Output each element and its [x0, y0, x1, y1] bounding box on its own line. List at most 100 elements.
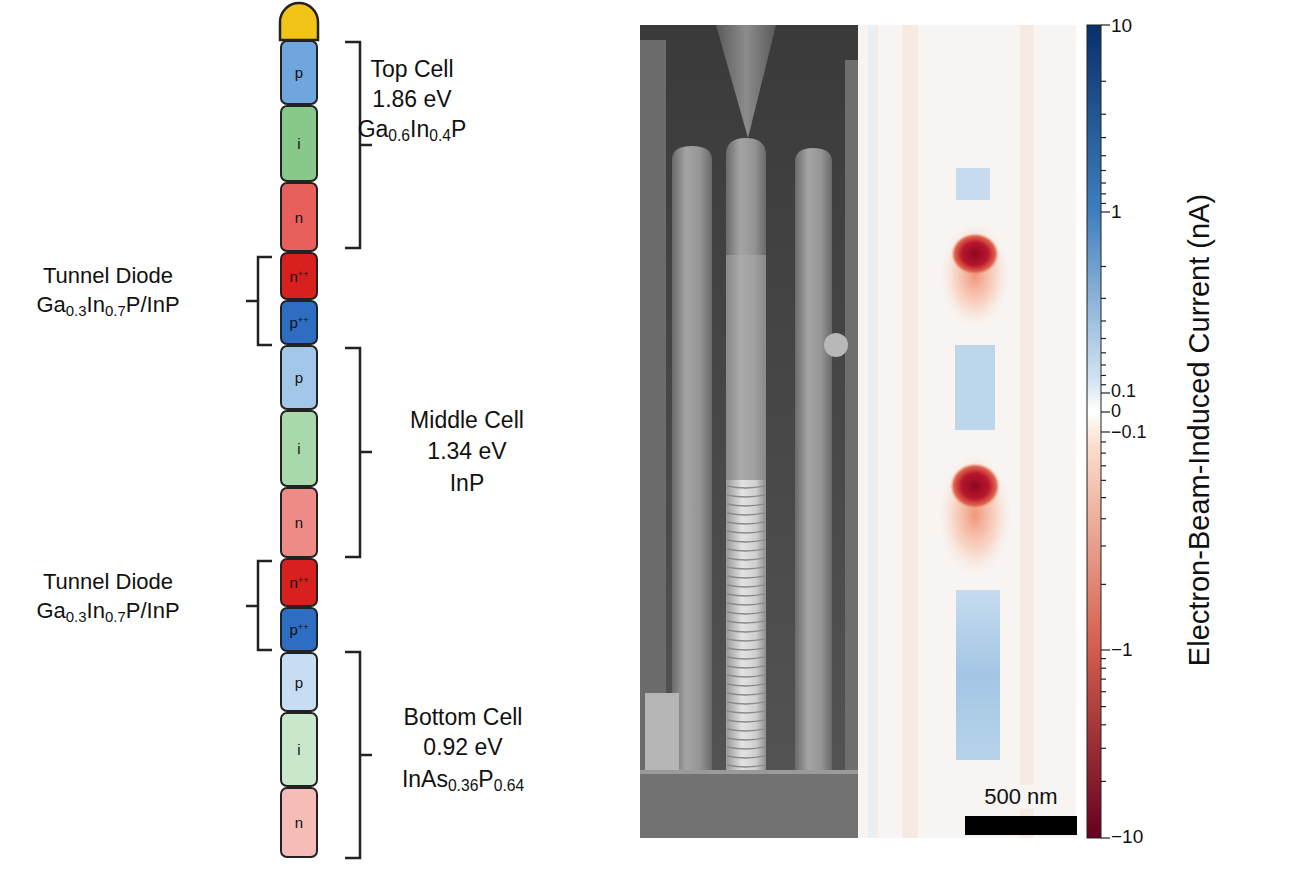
tick	[1101, 431, 1110, 432]
layer-segment: n++	[280, 252, 318, 300]
tick	[1101, 392, 1110, 393]
brackets	[246, 42, 372, 858]
bracket	[345, 652, 372, 858]
layer-label: p	[295, 675, 303, 690]
layer-segment: n++	[280, 558, 318, 607]
striation	[727, 711, 765, 713]
axis-title: Electron-Beam-Induced Current (nA)	[1184, 194, 1216, 666]
tick	[1101, 364, 1106, 365]
sem-background	[640, 25, 858, 838]
tick	[1101, 497, 1106, 498]
sem-image	[640, 25, 858, 838]
striation	[727, 738, 765, 740]
ebic-map	[858, 25, 1077, 838]
tick	[1101, 211, 1110, 212]
tick	[1101, 193, 1106, 194]
cell-name: Bottom Cell	[404, 705, 523, 730]
substrate-edge	[640, 770, 858, 774]
striation	[727, 756, 765, 758]
striation	[727, 693, 765, 695]
nanowire	[726, 138, 766, 780]
striation	[727, 639, 765, 641]
ebic-signal	[955, 345, 995, 430]
tick	[1101, 375, 1106, 376]
layer-label: n++	[289, 575, 308, 590]
striation	[727, 486, 765, 488]
nanowire	[845, 60, 858, 780]
striation	[727, 531, 765, 533]
tick	[1101, 706, 1106, 707]
nanowire	[795, 148, 832, 780]
tick	[1101, 781, 1106, 782]
gold-cap	[280, 3, 318, 40]
ebic-signal	[941, 223, 1009, 327]
band-gap: 1.34 eV	[427, 439, 506, 464]
striation	[727, 684, 765, 686]
striation	[727, 630, 765, 632]
tick	[1101, 114, 1106, 115]
tick	[1101, 81, 1106, 82]
striation	[727, 558, 765, 560]
tick	[1101, 691, 1106, 692]
cell-name: Middle Cell	[410, 408, 524, 433]
ebic-signal	[950, 463, 1000, 509]
striation	[727, 702, 765, 704]
layer-segment: i	[280, 410, 318, 487]
tick	[1101, 453, 1106, 454]
ebic-band	[868, 25, 878, 838]
layer-segment: n	[280, 787, 318, 858]
band-gap: 1.86 eV	[372, 87, 451, 112]
layer-label: p++	[289, 315, 308, 330]
ebic-background	[858, 25, 1076, 838]
tick-label: −0.1	[1111, 423, 1147, 443]
layer-label: n	[295, 815, 303, 830]
layer-label: i	[297, 441, 300, 456]
striation	[727, 513, 765, 515]
layer-label: i	[297, 136, 300, 151]
striation	[727, 675, 765, 677]
layer-segment: i	[280, 105, 318, 182]
tick	[1101, 384, 1106, 385]
junction-name: Tunnel Diode	[43, 570, 173, 594]
probe-tip	[716, 25, 776, 138]
bracket	[246, 561, 272, 650]
tick	[1101, 266, 1106, 267]
tick	[1101, 584, 1106, 585]
layer-segment: p	[280, 40, 318, 105]
tick-label: 10	[1111, 16, 1132, 37]
striation	[727, 666, 765, 668]
layer-segment: p++	[280, 607, 318, 652]
debris	[645, 693, 679, 771]
ebic-signal	[956, 590, 1000, 760]
bracket	[246, 257, 272, 345]
tick-label: −1	[1111, 640, 1133, 661]
tick	[1101, 545, 1106, 546]
tick	[1101, 668, 1106, 669]
striation	[727, 576, 765, 578]
ebic-signal	[939, 455, 1011, 575]
layer-label: n++	[289, 269, 308, 284]
band-gap: 0.92 eV	[423, 735, 502, 760]
striation	[727, 648, 765, 650]
tick	[1101, 137, 1106, 138]
striation	[727, 720, 765, 722]
bracket	[345, 348, 372, 557]
striation	[727, 495, 765, 497]
layer-segment: p	[280, 652, 318, 712]
striation	[727, 504, 765, 506]
striation	[727, 747, 765, 749]
tick-label: 1	[1111, 202, 1122, 223]
layer-label: p++	[289, 622, 308, 637]
colorbar-ticks	[1101, 25, 1110, 838]
cell-name: Top Cell	[370, 57, 453, 82]
striation	[727, 540, 765, 542]
scale-bar	[965, 816, 1077, 835]
tick	[1101, 480, 1106, 481]
striation	[727, 765, 765, 767]
tick	[1101, 298, 1106, 299]
tick	[1101, 748, 1106, 749]
bracket	[345, 42, 372, 248]
material: Ga0.3In0.7P/InP	[36, 293, 179, 317]
ebic-signal	[951, 233, 999, 275]
